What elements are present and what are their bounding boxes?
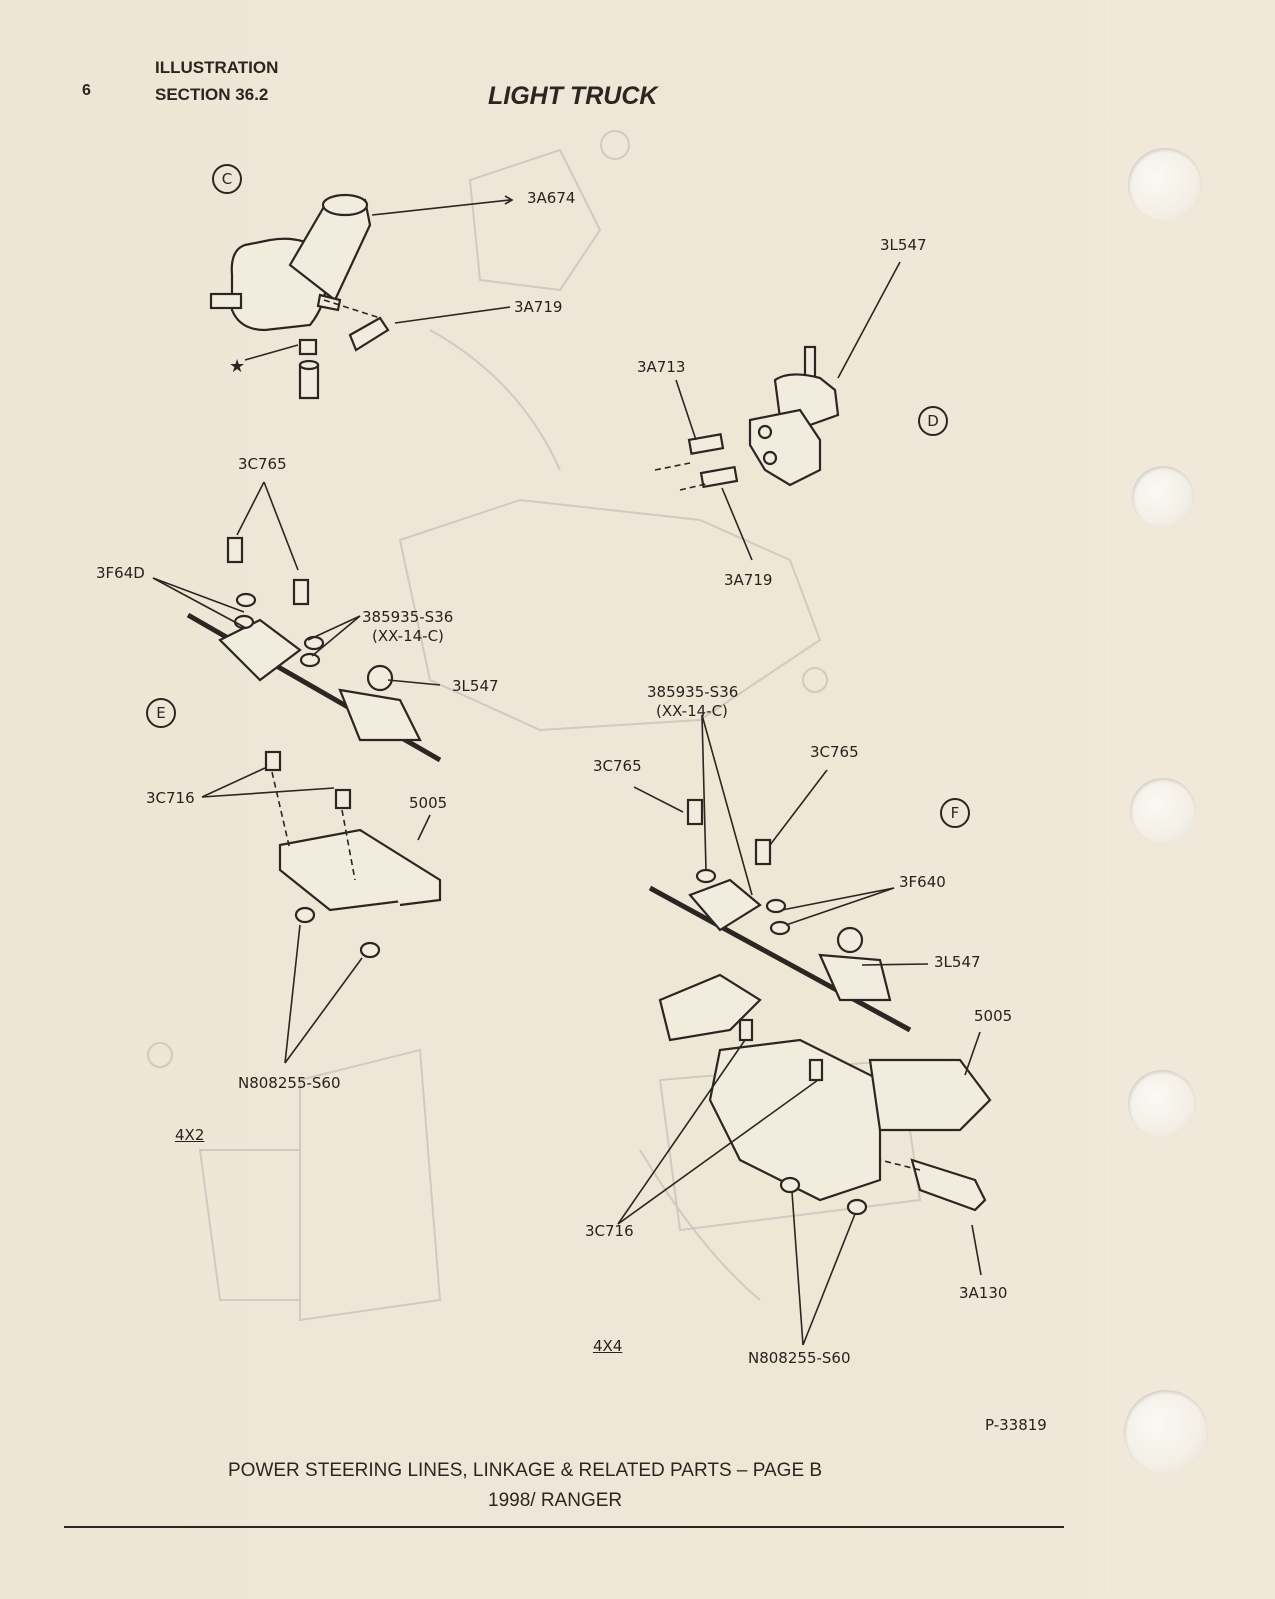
footer-title: POWER STEERING LINES, LINKAGE & RELATED … [228, 1460, 823, 1481]
rack-4x4-leaders [617, 714, 982, 1346]
part-label-3c765: 3C765 [810, 743, 859, 761]
valve-assembly [687, 345, 840, 489]
section-label-line2: SECTION 36.2 [155, 85, 269, 104]
variant-label-4x2: 4X2 [175, 1126, 205, 1144]
part-label-3l547: 3L547 [880, 236, 927, 254]
view-marker-f: F [940, 798, 970, 828]
star-symbol: ★ [229, 356, 245, 376]
page-number: 6 [82, 82, 91, 99]
variant-label-4x4: 4X4 [593, 1337, 623, 1355]
view-marker-e: E [146, 698, 176, 728]
part-label-3a674: 3A674 [527, 189, 576, 207]
footer-rule [64, 1526, 1064, 1528]
part-label-3a719: 3A719 [724, 571, 773, 589]
part-label-385935-s36: 385935-S36 [647, 683, 739, 701]
part-label-3a719: 3A719 [514, 298, 563, 316]
footer-model: 1998/ RANGER [488, 1490, 623, 1511]
part-label-3a713: 3A713 [637, 358, 686, 376]
binder-hole [1128, 1070, 1196, 1138]
pump-leaders [244, 195, 514, 361]
view-marker-c: C [212, 164, 242, 194]
figure-id: P-33819 [985, 1416, 1047, 1434]
binder-hole [1130, 778, 1196, 844]
binder-hole [1124, 1390, 1208, 1474]
part-label-3f64d: 3F64D [96, 564, 145, 582]
binder-hole [1128, 148, 1202, 222]
part-label-5005: 5005 [974, 1007, 1013, 1025]
part-label-385935-s36: 385935-S36 [362, 608, 454, 626]
part-label-5005: 5005 [409, 794, 448, 812]
page-title: LIGHT TRUCK [488, 82, 658, 110]
binder-hole [1132, 466, 1194, 528]
section-label-line1: ILLUSTRATION [155, 58, 279, 77]
part-label-3a130: 3A130 [959, 1284, 1008, 1302]
part-label-3l547: 3L547 [452, 677, 499, 695]
part-label-3c765: 3C765 [238, 455, 287, 473]
rack-4x4 [648, 798, 992, 1216]
part-label-spec: (XX-14-C) [656, 702, 728, 720]
rack-4x2 [186, 536, 442, 959]
part-label-3c716: 3C716 [585, 1222, 634, 1240]
part-label-n808255-s60: N808255-S60 [748, 1349, 851, 1367]
view-marker-d: D [918, 406, 948, 436]
part-label-3c716: 3C716 [146, 789, 195, 807]
valve-leaders [654, 261, 901, 561]
rack-4x2-leaders [152, 481, 441, 1064]
part-label-3c765: 3C765 [593, 757, 642, 775]
part-label-3l547: 3L547 [934, 953, 981, 971]
part-label-spec: (XX-14-C) [372, 627, 444, 645]
part-label-3f640: 3F640 [899, 873, 946, 891]
pump-assembly [209, 193, 390, 400]
part-label-n808255-s60: N808255-S60 [238, 1074, 341, 1092]
